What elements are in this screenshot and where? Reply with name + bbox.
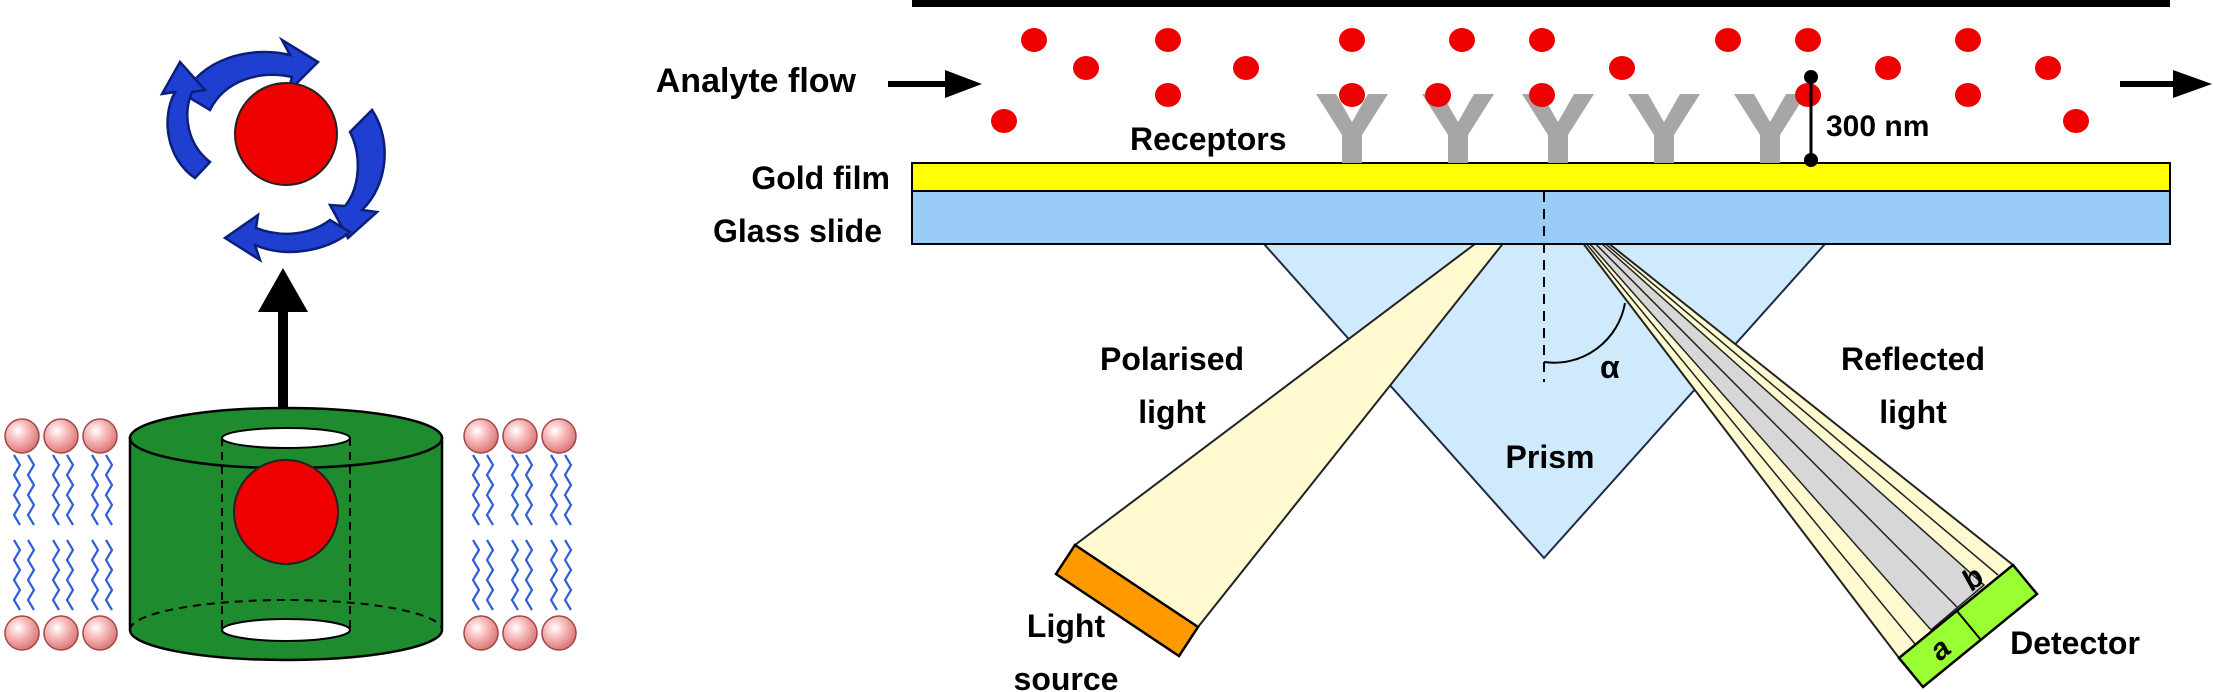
reflected-label-1: Reflected <box>1841 341 1985 377</box>
angle-label: α <box>1600 349 1620 385</box>
reflected-beam <box>1543 191 2015 660</box>
glass-slide-label: Glass slide <box>713 213 882 249</box>
angle-arc <box>1543 302 1626 364</box>
light-source-label-1: Light <box>1027 608 1106 644</box>
gold-film <box>911 162 2171 192</box>
right-arrow-icon <box>888 70 982 98</box>
reflected-label-2: light <box>1879 394 1947 430</box>
ion-sphere-top <box>234 82 338 186</box>
light-source <box>1054 543 1200 658</box>
receptors <box>1316 94 1806 163</box>
analyte-molecules <box>991 28 2089 133</box>
gold-film-label: Gold film <box>751 160 890 196</box>
glass-slide <box>911 190 2171 245</box>
detector-label: Detector <box>2010 625 2140 661</box>
polarised-label-2: light <box>1138 394 1206 430</box>
ion-channel-cylinder <box>128 406 444 662</box>
lipid-bilayer-left <box>4 418 118 651</box>
polarised-label-1: Polarised <box>1100 341 1244 377</box>
receptors-label: Receptors <box>1130 121 1287 157</box>
right-arrow-icon-exit <box>2120 70 2212 98</box>
flow-cell-wall <box>912 0 2170 7</box>
spr-panel: Analyte flow Receptors 300 nm Gold film … <box>656 0 2212 692</box>
lipid-bilayer-right <box>463 418 577 651</box>
analyte-flow-label: Analyte flow <box>656 62 857 100</box>
prism-label: Prism <box>1506 439 1595 475</box>
detector <box>1897 563 2039 689</box>
distance-label: 300 nm <box>1826 110 1929 143</box>
ion-channel-panel <box>4 36 577 662</box>
rotation-arrows-icon <box>159 36 386 263</box>
light-source-label-2: source <box>1014 661 1119 692</box>
distance-marker <box>1804 70 1818 167</box>
ion-sphere-channel <box>233 459 339 565</box>
